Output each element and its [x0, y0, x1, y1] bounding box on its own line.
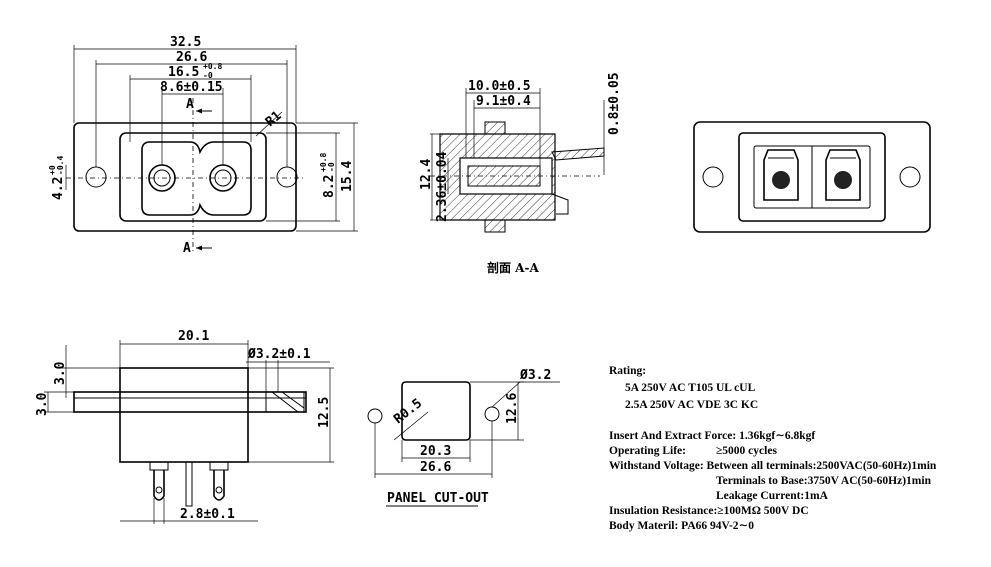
spec-insulation-resistance: Insulation Resistance:≥100MΩ 500V DC — [609, 505, 809, 517]
side-pin-left — [153, 470, 165, 501]
front-body — [738, 132, 886, 222]
cutout-outline — [401, 381, 471, 441]
side-flange — [73, 391, 307, 413]
section-tab-top — [484, 121, 506, 135]
top-view-flange — [73, 122, 297, 232]
cutout-hole-left — [367, 408, 383, 424]
front-view — [693, 121, 931, 233]
dim-pin-spacing: 8.6±0.15 — [160, 80, 223, 95]
front-contact-right — [825, 149, 861, 201]
spec-block: Rating: 5A 250V AC T105 UL cUL 2.5A 250V… — [609, 365, 937, 532]
section-marker-top: A — [186, 97, 194, 112]
dim-side-pin-pitch: 2.8±0.1 — [180, 507, 235, 522]
front-hole-left — [702, 166, 724, 188]
dim-body-width: 16.5 — [168, 65, 199, 80]
front-pin-left — [772, 171, 790, 189]
spec-rating-title: Rating: — [609, 365, 646, 377]
spec-rating-2: 2.5A 250V AC VDE 3C KC — [625, 399, 758, 411]
section-caption: 剖面 A-A — [487, 260, 539, 275]
spec-operating-life-label: Operating Life: — [609, 445, 686, 457]
spec-operating-life-value: ≥5000 cycles — [716, 445, 777, 457]
dim-cutout-hole: Ø3.2 — [519, 368, 551, 383]
side-pin-left-hole — [155, 486, 163, 494]
dim-left-height: 4.2 — [51, 177, 66, 200]
dim-inner-height-tol-lower: -0 — [327, 162, 336, 172]
dim-overall-width: 32.5 — [170, 35, 201, 50]
dim-inner-height-tol-upper: +0.8 — [319, 153, 328, 172]
dim-section-b: 9.1±0.4 — [476, 94, 531, 109]
side-pin-base-right — [209, 461, 229, 471]
dim-body-width-tol-upper: +0.8 — [203, 62, 222, 71]
cutout-caption: PANEL CUT-OUT — [387, 491, 489, 506]
leader-r1 — [255, 111, 283, 137]
side-pin-right-hole — [215, 486, 223, 494]
section-view: 10.0±0.5 9.1±0.4 0.8±0.05 12.4 2.36±0.04… — [419, 72, 622, 275]
dim-inner-height: 8.2 — [322, 175, 337, 198]
dim-cutout-radius: R0.5 — [391, 396, 425, 427]
mounting-hole-right — [276, 166, 298, 188]
spec-rating-1: 5A 250V AC T105 UL cUL — [625, 382, 756, 394]
front-hole-right — [899, 166, 921, 188]
dim-left-height-tol-upper: +0 — [48, 165, 57, 175]
dim-body-width-tol-lower: -0 — [203, 71, 213, 80]
section-terminal — [551, 147, 605, 161]
mounting-hole-left — [85, 166, 107, 188]
dim-section-a: 10.0±0.5 — [468, 79, 531, 94]
side-hole-hatch — [271, 391, 299, 413]
spec-insert-force: Insert And Extract Force: 1.36kgf∼6.8kgf — [609, 430, 815, 442]
dim-hole-spacing: 26.6 — [176, 50, 207, 65]
dim-left-height-tol-lower: -0.4 — [56, 156, 65, 175]
leader-hole — [491, 381, 521, 408]
side-view: 20.1 Ø3.2±0.1 12.5 3.0 3.0 2.8±0.1 — [35, 329, 334, 524]
dim-cutout-height: 12.6 — [505, 393, 520, 424]
dim-section-e: 2.36±0.04 — [435, 151, 450, 222]
dim-side-hole: Ø3.2±0.1 — [247, 347, 311, 362]
dim-side-length: 20.1 — [178, 329, 209, 344]
front-pin-right — [834, 171, 852, 189]
spec-leakage-current: Leakage Current:1mA — [716, 490, 829, 502]
socket-figure8 — [141, 141, 252, 216]
side-pin-center — [185, 461, 193, 507]
dim-section-c: 0.8±0.05 — [607, 72, 622, 135]
cutout-hole-right — [484, 406, 500, 422]
section-tab-bottom — [484, 219, 506, 233]
spec-withstand-voltage: Withstand Voltage: Between all terminals… — [609, 460, 937, 472]
spec-body-material: Body Materil: PA66 94V-2∼0 — [609, 520, 754, 532]
dim-section-d: 12.4 — [419, 159, 434, 190]
panel-cutout: R0.5 Ø3.2 12.6 20.3 26.6 PANEL CUT-OUT — [367, 368, 560, 507]
section-terminal-lower — [551, 193, 569, 215]
side-body — [119, 367, 249, 463]
spec-terminals-to-base: Terminals to Base:3750V AC(50-60Hz)1min — [716, 475, 932, 487]
leader-r0-5 — [393, 411, 429, 441]
arrowhead — [196, 245, 202, 251]
front-flange — [693, 121, 931, 233]
dim-side-flange-b: 3.0 — [53, 361, 68, 385]
dim-cutout-hole-spacing: 26.6 — [420, 460, 451, 475]
side-hole-section — [265, 391, 305, 413]
dim-cutout-width: 20.3 — [420, 444, 451, 459]
section-marker-bottom: A — [183, 241, 191, 256]
top-view: 32.5 26.6 16.5 +0.8 -0 8.6±0.15 A A R1 4… — [48, 35, 358, 256]
side-pin-right — [213, 470, 225, 501]
dim-side-flange-a: 3.0 — [35, 392, 50, 416]
dim-overall-height: 15.4 — [340, 161, 355, 192]
front-contact-left — [763, 149, 799, 201]
side-hole-hatch — [281, 391, 305, 409]
dim-side-height: 12.5 — [317, 397, 332, 428]
side-pin-base-left — [149, 461, 169, 471]
arrowhead — [196, 108, 202, 114]
